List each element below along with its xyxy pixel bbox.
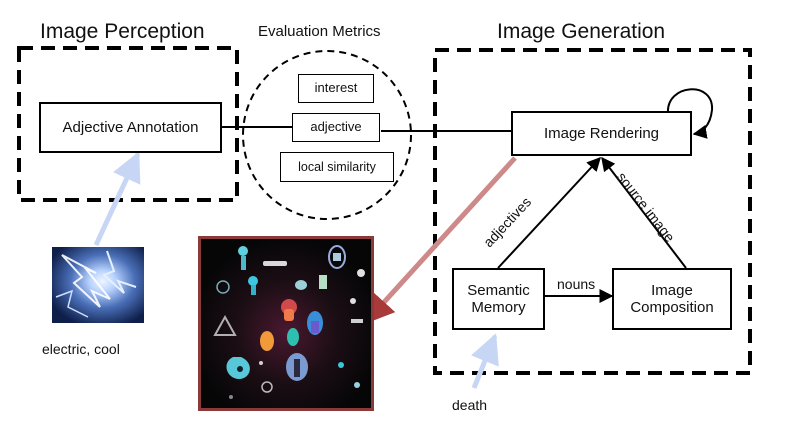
adjective-annotation-box: Adjective Annotation (39, 102, 222, 153)
image-composition-line1: Image (651, 281, 693, 299)
lightning-graphic (55, 250, 137, 318)
image-composition-line2: Composition (630, 299, 714, 316)
semantic-memory-line1: Semantic (467, 281, 530, 299)
death-caption: death (452, 397, 488, 413)
perception-title: Image Perception (40, 20, 205, 43)
electric-input-image (52, 247, 144, 323)
generated-image-collage (198, 236, 374, 411)
death-arrow (470, 333, 499, 389)
rendering-self-loop (666, 88, 714, 139)
generation-title: Image Generation (497, 20, 666, 43)
output-arrow (363, 156, 517, 325)
input-caption: electric, cool (42, 341, 120, 357)
generation-frame (433, 48, 752, 375)
perception-frame (17, 46, 239, 202)
image-rendering-box: Image Rendering (511, 111, 692, 156)
metric-local-similarity-box: local similarity (280, 152, 394, 182)
adjectives-arrow (497, 156, 601, 269)
image-composition-box: Image Composition (612, 268, 732, 330)
input-arrow (93, 151, 141, 247)
source-image-arrow (601, 156, 687, 269)
collage-graphic (213, 245, 365, 399)
metrics-title: Evaluation Metrics (258, 23, 381, 40)
metric-interest-box: interest (298, 74, 374, 103)
nouns-edge-label: nouns (557, 276, 596, 292)
semantic-memory-line2: Memory (471, 299, 526, 316)
semantic-memory-box: Semantic Memory (452, 268, 545, 330)
metrics-circle (242, 50, 412, 220)
metric-adjective-box: adjective (292, 113, 380, 142)
